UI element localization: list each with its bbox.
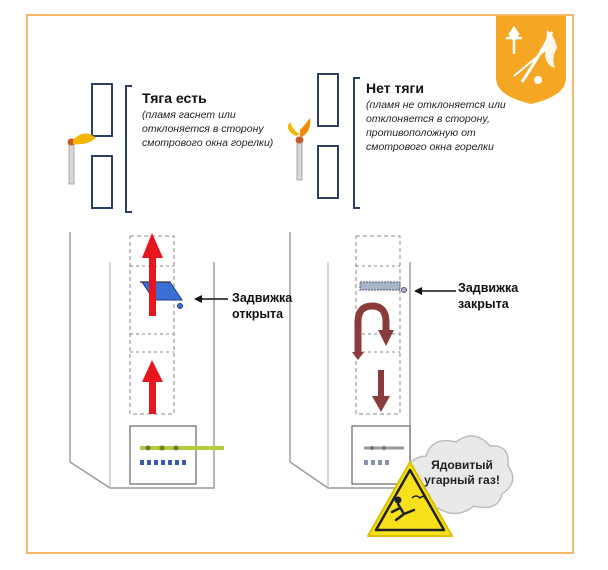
draft-arrow-up — [142, 233, 163, 414]
right-note: (пламя не отклоняется или отклоняется в … — [366, 99, 506, 153]
stove-left — [69, 232, 224, 489]
match-icon — [288, 118, 311, 181]
warning-label: Ядовитый угарный газ! — [424, 458, 500, 487]
damper-open — [140, 281, 183, 309]
left-title: Тяга есть — [142, 90, 207, 106]
right-title: Нет тяги — [366, 80, 424, 96]
left-note: (пламя гаснет или отклоняется в сторону … — [142, 109, 274, 149]
pointer-arrow-left — [194, 295, 228, 303]
right-damper-label: Задвижка закрыта — [458, 281, 519, 311]
warning-sign-icon — [367, 461, 453, 537]
backdraft-arrow — [352, 302, 394, 412]
burner-window-left — [91, 83, 132, 213]
stove-right — [289, 232, 411, 489]
left-damper-label: Задвижка открыта — [232, 291, 293, 321]
page-frame — [26, 14, 574, 554]
damper-closed — [359, 281, 407, 293]
match-icon — [67, 133, 96, 185]
pointer-arrow-right — [414, 287, 456, 295]
burner-window-right — [317, 73, 360, 209]
coat-of-arms-icon — [496, 16, 566, 104]
